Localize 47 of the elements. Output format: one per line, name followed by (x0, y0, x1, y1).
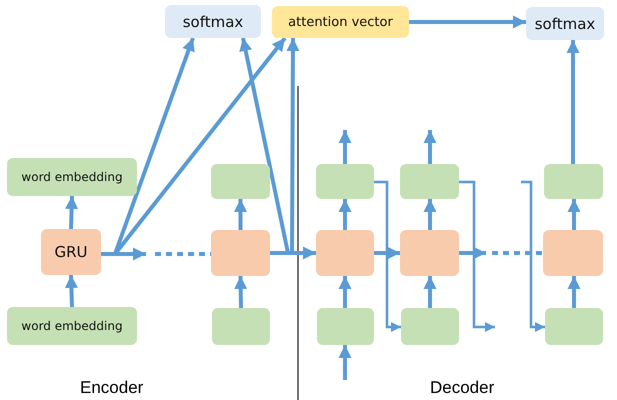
arrow (409, 16, 526, 28)
embedding-box (212, 308, 270, 345)
output-box (165, 5, 261, 38)
output-box (544, 164, 603, 199)
arrow (338, 199, 352, 230)
arrow (568, 276, 580, 308)
arrow (424, 199, 436, 230)
gru-box (211, 230, 270, 276)
arrow (424, 130, 436, 164)
gru-box (543, 230, 603, 276)
arrow (521, 180, 545, 332)
output-box (211, 164, 270, 199)
embedding-box (317, 308, 374, 345)
embedding-box (401, 308, 459, 345)
arrow (566, 40, 580, 164)
arrow (424, 276, 436, 308)
section-label: Decoder (430, 378, 494, 398)
gru-box (316, 230, 374, 276)
node-label: GRU (54, 243, 88, 261)
arrow (234, 276, 248, 308)
gru-box (41, 229, 101, 275)
embedding-box (7, 307, 137, 345)
node-label: attention vector (288, 14, 393, 30)
arrow (459, 180, 495, 332)
arrow (568, 199, 580, 230)
node-label: softmax (182, 12, 244, 30)
attention-box (272, 6, 409, 38)
gru-box (400, 230, 459, 276)
arrow (338, 130, 352, 164)
section-label: Encoder (80, 378, 144, 398)
arrow (338, 345, 352, 380)
arrow (338, 276, 352, 308)
arrow (234, 199, 247, 230)
node-label: word embedding (21, 319, 123, 333)
dotted-connector (155, 252, 211, 256)
embedding-box (545, 308, 603, 345)
node-label: softmax (534, 14, 596, 32)
output-box (400, 164, 459, 199)
arrow (374, 246, 400, 260)
node-label: word embedding (21, 170, 123, 184)
arrow (459, 246, 486, 260)
output-box (526, 7, 604, 40)
arrow (64, 274, 78, 308)
output-box (316, 164, 374, 199)
dotted-connector (492, 251, 543, 255)
arrow (65, 196, 78, 230)
embedding-box (7, 158, 137, 196)
